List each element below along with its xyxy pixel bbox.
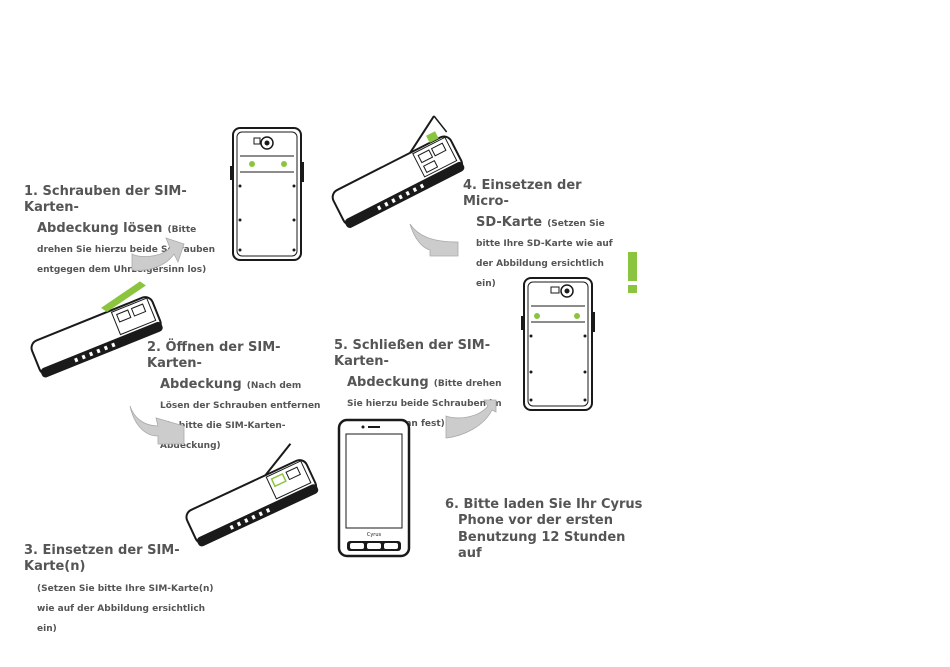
arrow-4-to-5-icon xyxy=(409,223,459,257)
notice-exclamation-icon xyxy=(624,252,642,296)
phone-open-cover-illustration xyxy=(30,281,163,378)
step-6-line-3: Benutzung 12 Stunden auf xyxy=(458,529,626,561)
step-6-text: 6. Bitte laden Sie Ihr Cyrus Phone vor d… xyxy=(445,497,645,562)
arrow-1-to-2-icon xyxy=(131,237,185,271)
phone-back-illustration-5 xyxy=(521,277,595,411)
step-5-title-cont: Abdeckung xyxy=(347,374,429,390)
step-3-subtext: (Setzen Sie bitte Ihre SIM-Karte(n) wie … xyxy=(37,583,214,634)
phone-open-sd-illustration xyxy=(331,115,465,228)
step-4-text: 4. Einsetzen der Micro- SD-Karte (Setzen… xyxy=(463,178,615,291)
step-1-subtext: (Bitte drehen Sie hierzu beide Schrauben… xyxy=(37,224,216,275)
phone-back-illustration-1 xyxy=(230,127,304,261)
step-1-title: 1. Schrauben der SIM-Karten- xyxy=(24,184,187,216)
phone-brand-logo: Cyrus xyxy=(367,532,382,538)
step-2-text: 2. Öffnen der SIM-Karten- Abdeckung (Nac… xyxy=(147,340,325,453)
step-6-line-2: Phone vor der ersten xyxy=(458,513,613,529)
step-2-subtext: (Nach dem Lösen der Schrauben entfernen … xyxy=(160,380,321,451)
step-2-title: 2. Öffnen der SIM-Karten- xyxy=(147,340,281,372)
step-4-subtext: (Setzen Sie bitte Ihre SD-Karte wie auf … xyxy=(476,218,613,289)
step-4-title: 4. Einsetzen der Micro- xyxy=(463,178,582,210)
step-1-title-cont: Abdeckung lösen xyxy=(37,220,163,236)
arrow-2-to-3-icon xyxy=(129,405,185,445)
step-6-line-1: 6. Bitte laden Sie Ihr Cyrus xyxy=(445,497,643,512)
phone-front-illustration: Cyrus xyxy=(337,418,411,558)
phone-sim-insert-illustration xyxy=(185,443,319,547)
arrow-5-to-6-icon xyxy=(445,399,497,439)
step-3-text: 3. Einsetzen der SIM-Karte(n) (Setzen Si… xyxy=(24,543,224,636)
step-1-text: 1. Schrauben der SIM-Karten- Abdeckung l… xyxy=(24,184,224,277)
step-2-title-cont: Abdeckung xyxy=(160,376,242,392)
step-5-title: 5. Schließen der SIM-Karten- xyxy=(334,338,491,370)
step-4-title-cont: SD-Karte xyxy=(476,214,543,230)
step-3-title: 3. Einsetzen der SIM-Karte(n) xyxy=(24,543,180,575)
